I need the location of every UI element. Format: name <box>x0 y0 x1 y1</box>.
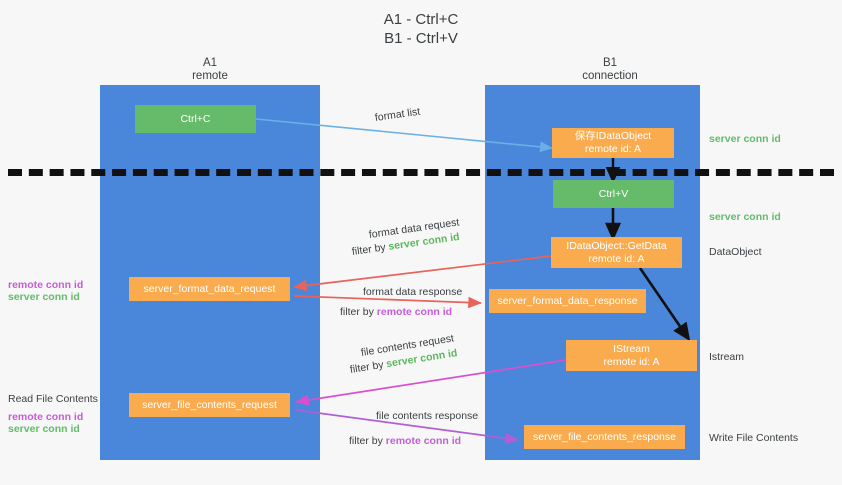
filter-key-remote-conn-id: remote conn id <box>376 306 453 318</box>
box-istream[interactable]: IStream remote id: A <box>566 340 697 371</box>
right-annotation-server-conn-id-mid: server conn id <box>709 211 781 223</box>
box-idataobject-getdata[interactable]: IDataObject::GetData remote id: A <box>551 237 682 268</box>
box-server-file-contents-response[interactable]: server_file_contents_response <box>524 425 685 449</box>
box-istream-line2: remote id: A <box>603 355 660 368</box>
left-annotation-remote-conn-id-top: remote conn id <box>8 279 84 291</box>
filter-key-remote-conn-id: remote conn id <box>385 435 462 447</box>
box-ctrl-v-label: Ctrl+V <box>598 187 629 200</box>
box-store-idataobject-line2: remote id: A <box>584 143 642 155</box>
box-ctrl-c-label: Ctrl+C <box>180 112 211 125</box>
box-server-format-data-response-label: server_format_data_response <box>497 294 638 307</box>
box-idataobject-getdata-line1: IDataObject::GetData <box>566 239 667 252</box>
edge-label-file-contents-response: file contents response <box>376 410 479 422</box>
filter-prefix: filter by <box>349 435 386 447</box>
left-annotation-remote-conn-id-bottom: remote conn id <box>8 411 84 423</box>
box-server-format-data-request[interactable]: server_format_data_request <box>129 277 290 301</box>
right-annotation-server-conn-id-top: server conn id <box>709 133 781 145</box>
left-annotation-server-conn-id-bottom: server conn id <box>8 423 80 435</box>
phase-divider <box>8 169 834 176</box>
box-server-file-contents-response-label: server_file_contents_response <box>532 430 676 443</box>
box-ctrl-c[interactable]: Ctrl+C <box>135 105 256 133</box>
box-ctrl-v[interactable]: Ctrl+V <box>553 180 674 208</box>
filter-prefix: filter by <box>349 358 388 376</box>
left-annotation-read-file-contents: Read File Contents <box>8 393 98 405</box>
edge-label-format-data-response: format data response <box>363 286 463 298</box>
box-server-file-contents-request[interactable]: server_file_contents_request <box>129 393 290 417</box>
box-store-idataobject[interactable]: 保存IDataObject remote id: A <box>552 128 674 158</box>
right-annotation-dataobject: DataObject <box>709 246 762 258</box>
edge-label-format-data-response-filter: filter by remote conn id <box>340 305 452 319</box>
box-idataobject-getdata-line2: remote id: A <box>588 252 645 265</box>
box-server-file-contents-request-label: server_file_contents_request <box>142 398 277 411</box>
box-server-format-data-request-label: server_format_data_request <box>143 282 276 295</box>
column-header-b1: B1 connection <box>582 57 638 82</box>
edge-label-format-list: format list <box>374 105 421 124</box>
box-server-format-data-response[interactable]: server_format_data_response <box>489 289 646 313</box>
box-istream-line1: IStream <box>613 342 650 355</box>
filter-prefix: filter by <box>340 306 377 318</box>
right-annotation-istream: Istream <box>709 351 745 363</box>
page-title: A1 - Ctrl+C B1 - Ctrl+V <box>383 11 459 47</box>
edge-label-file-contents-response-filter: filter by remote conn id <box>349 434 461 448</box>
column-header-a1: A1 remote <box>192 57 228 82</box>
box-store-idataobject-line1: 保存IDataObject <box>574 130 652 142</box>
filter-prefix: filter by <box>351 240 390 258</box>
left-annotation-server-conn-id-top: server conn id <box>8 291 80 303</box>
right-annotation-write-file-contents: Write File Contents <box>709 432 799 444</box>
